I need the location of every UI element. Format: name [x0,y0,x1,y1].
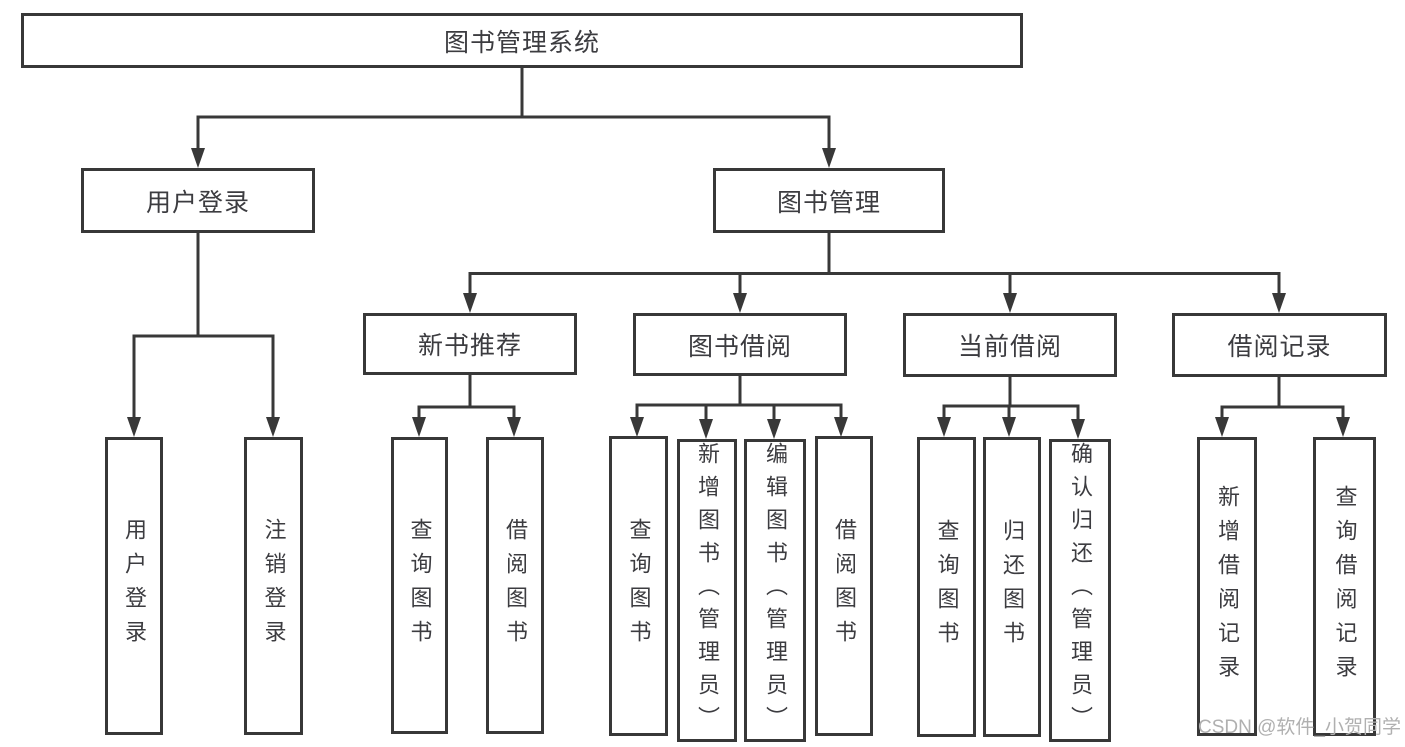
leaf-query-books-borrowing: 查询图书 [609,436,668,736]
leaf-label: 借阅图书 [832,518,857,654]
leaf-label: 新增图书（管理员） [695,442,720,739]
leaf-label: 归还图书 [1000,519,1025,655]
leaf-label: 借阅图书 [503,517,528,654]
leaf-add-borrow-record: 新增借阅记录 [1197,437,1257,736]
node-book-management: 图书管理 [713,168,945,233]
leaf-query-books-current: 查询图书 [917,437,976,737]
leaf-label: 查询借阅记录 [1332,484,1358,689]
leaf-label: 查询图书 [407,517,433,654]
leaf-label: 查询图书 [934,519,960,655]
node-new-book-recommend: 新书推荐 [363,313,577,375]
node-user-login: 用户登录 [81,168,315,233]
leaf-label: 注销登录 [261,518,287,654]
leaf-label: 编辑图书（管理员） [763,442,788,739]
leaf-borrow-books-recommend: 借阅图书 [486,437,544,734]
leaf-edit-books-admin: 编辑图书（管理员） [744,439,806,742]
node-current-borrowing: 当前借阅 [903,313,1117,377]
node-label: 新书推荐 [417,332,522,360]
leaf-label: 用户登录 [122,518,147,654]
leaf-confirm-return-admin: 确认归还（管理员） [1049,439,1111,742]
node-label: 图书管理 [776,188,881,217]
leaf-logout: 注销登录 [244,437,303,735]
leaf-user-login: 用户登录 [105,437,163,735]
leaf-label: 新增借阅记录 [1215,484,1240,689]
node-library-management-system: 图书管理系统 [21,13,1023,68]
node-label: 图书管理系统 [443,28,600,57]
node-label: 用户登录 [145,188,250,217]
node-label: 图书借阅 [687,332,792,361]
leaf-label: 查询图书 [626,518,652,654]
leaf-label: 确认归还（管理员） [1068,442,1093,739]
leaf-add-books-admin: 新增图书（管理员） [677,439,737,742]
leaf-return-books: 归还图书 [983,437,1041,737]
leaf-query-borrow-record: 查询借阅记录 [1313,437,1376,736]
node-label: 借阅记录 [1227,333,1332,361]
leaf-query-books-recommend: 查询图书 [391,437,448,734]
node-book-borrowing: 图书借阅 [633,313,847,376]
leaf-borrow-books-borrowing: 借阅图书 [815,436,873,736]
node-borrowing-records: 借阅记录 [1172,313,1387,377]
arrowheads [127,148,1350,439]
node-label: 当前借阅 [957,333,1062,361]
csdn-watermark: CSDN @软件_小贺同学 [1198,717,1401,738]
